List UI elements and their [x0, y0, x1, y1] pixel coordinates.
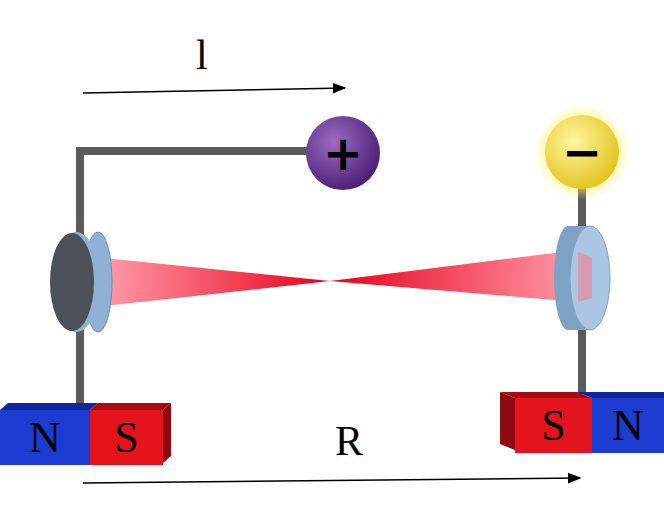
- dimension-label: l: [196, 34, 208, 76]
- node-text: N: [29, 412, 61, 463]
- dimension-arrow: [83, 88, 345, 93]
- sphere: [545, 115, 619, 189]
- magnet-top: [0, 403, 98, 410]
- light-beam: [330, 250, 578, 302]
- plate-face: [570, 226, 610, 330]
- sphere: [306, 116, 380, 190]
- light-beam: [104, 258, 330, 306]
- plate-face: [50, 233, 94, 331]
- magnet-side: [163, 403, 171, 463]
- charge-sphere: −: [544, 114, 620, 190]
- magnet-pole: S: [90, 410, 163, 465]
- node-text: −: [562, 124, 602, 180]
- dimension-label: R: [335, 420, 363, 462]
- node-text: S: [541, 400, 565, 451]
- light-spot: [578, 252, 592, 302]
- dimension-arrow: [83, 478, 580, 483]
- magnet-top: [90, 403, 171, 410]
- glow: [534, 104, 630, 200]
- node-text: S: [114, 412, 138, 463]
- magnet-pole: S: [515, 398, 592, 453]
- magnet-pole: N: [592, 398, 664, 453]
- magnet-pole: N: [0, 410, 90, 465]
- charge-sphere: +: [305, 115, 381, 191]
- magnet-side: [500, 392, 515, 450]
- node-text: +: [323, 125, 363, 181]
- node-text: N: [612, 400, 644, 451]
